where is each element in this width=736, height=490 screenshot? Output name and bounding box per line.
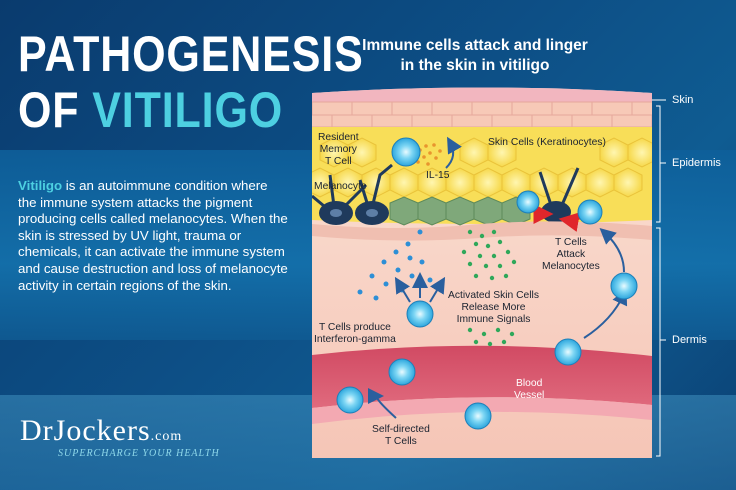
label-tattack-line3: Melanocytes <box>542 261 600 272</box>
label-interferon-line2: Interferon-gamma <box>314 334 396 345</box>
keratinocyte-cells <box>312 137 652 198</box>
label-melanocyte: Melanocyte <box>314 181 367 192</box>
label-activated-line3: Immune Signals <box>456 314 531 325</box>
page-title-line1: PATHOGENESIS <box>18 26 364 82</box>
label-resident-line1: Resident <box>318 132 359 143</box>
layer-label-dermis: Dermis <box>672 334 707 346</box>
label-t-cells-attack: T Cells Attack Melanocytes <box>542 237 600 273</box>
layer-label-skin: Skin <box>672 94 694 106</box>
label-tattack-line2: Attack <box>556 249 586 260</box>
brand-tagline: SUPERCHARGE YOUR HEALTH <box>58 448 220 459</box>
label-il15: IL-15 <box>426 170 450 181</box>
label-selfdirected-line1: Self-directed <box>372 424 430 435</box>
label-activated-line1: Activated Skin Cells <box>448 290 539 301</box>
intro-paragraph: Vitiligo is an autoimmune condition wher… <box>18 178 288 294</box>
activated-keratinocytes <box>389 196 531 226</box>
brand-logo: DrJockers.com <box>20 414 182 448</box>
label-selfdirected-line2: T Cells <box>384 436 417 447</box>
title-accent: VITILIGO <box>92 82 284 138</box>
diagram-title: Immune cells attack and linger in the sk… <box>330 36 620 76</box>
label-blood-vessel: Blood Vessel <box>514 378 544 402</box>
label-interferon: T Cells produce Interferon-gamma <box>314 322 396 346</box>
stratum-corneum <box>312 101 652 128</box>
title-prefix: OF <box>18 82 93 138</box>
label-keratinocytes: Skin Cells (Keratinocytes) <box>488 137 606 148</box>
immune-signal-dots <box>461 229 517 347</box>
label-resident-memory-t-cell: Resident Memory T Cell <box>318 132 359 168</box>
label-interferon-line1: T Cells produce <box>318 322 391 333</box>
layer-brackets <box>652 99 666 457</box>
brand-name: DrJockers <box>20 414 151 447</box>
intro-highlight: Vitiligo <box>18 178 63 193</box>
diagram-title-line2: in the skin in vitiligo <box>400 57 550 74</box>
label-blood-line2: Vessel <box>514 390 545 401</box>
label-self-directed: Self-directed T Cells <box>372 424 430 448</box>
label-tattack-line1: T Cells <box>554 237 587 248</box>
t-cells <box>336 137 638 430</box>
label-resident-line2: Memory <box>319 144 357 155</box>
label-activated-skin-cells: Activated Skin Cells Release More Immune… <box>448 290 539 326</box>
brand-suffix: .com <box>150 429 183 444</box>
layer-label-epidermis: Epidermis <box>672 157 721 169</box>
diagram-title-line1: Immune cells attack and linger <box>362 37 588 54</box>
label-activated-line2: Release More <box>461 302 526 313</box>
page-title-line2: OF VITILIGO <box>18 84 283 136</box>
skin-surface <box>312 87 652 102</box>
label-resident-line3: T Cell <box>324 156 352 167</box>
label-blood-line1: Blood <box>516 378 543 389</box>
intro-text: is an autoimmune condition where the imm… <box>18 178 288 293</box>
